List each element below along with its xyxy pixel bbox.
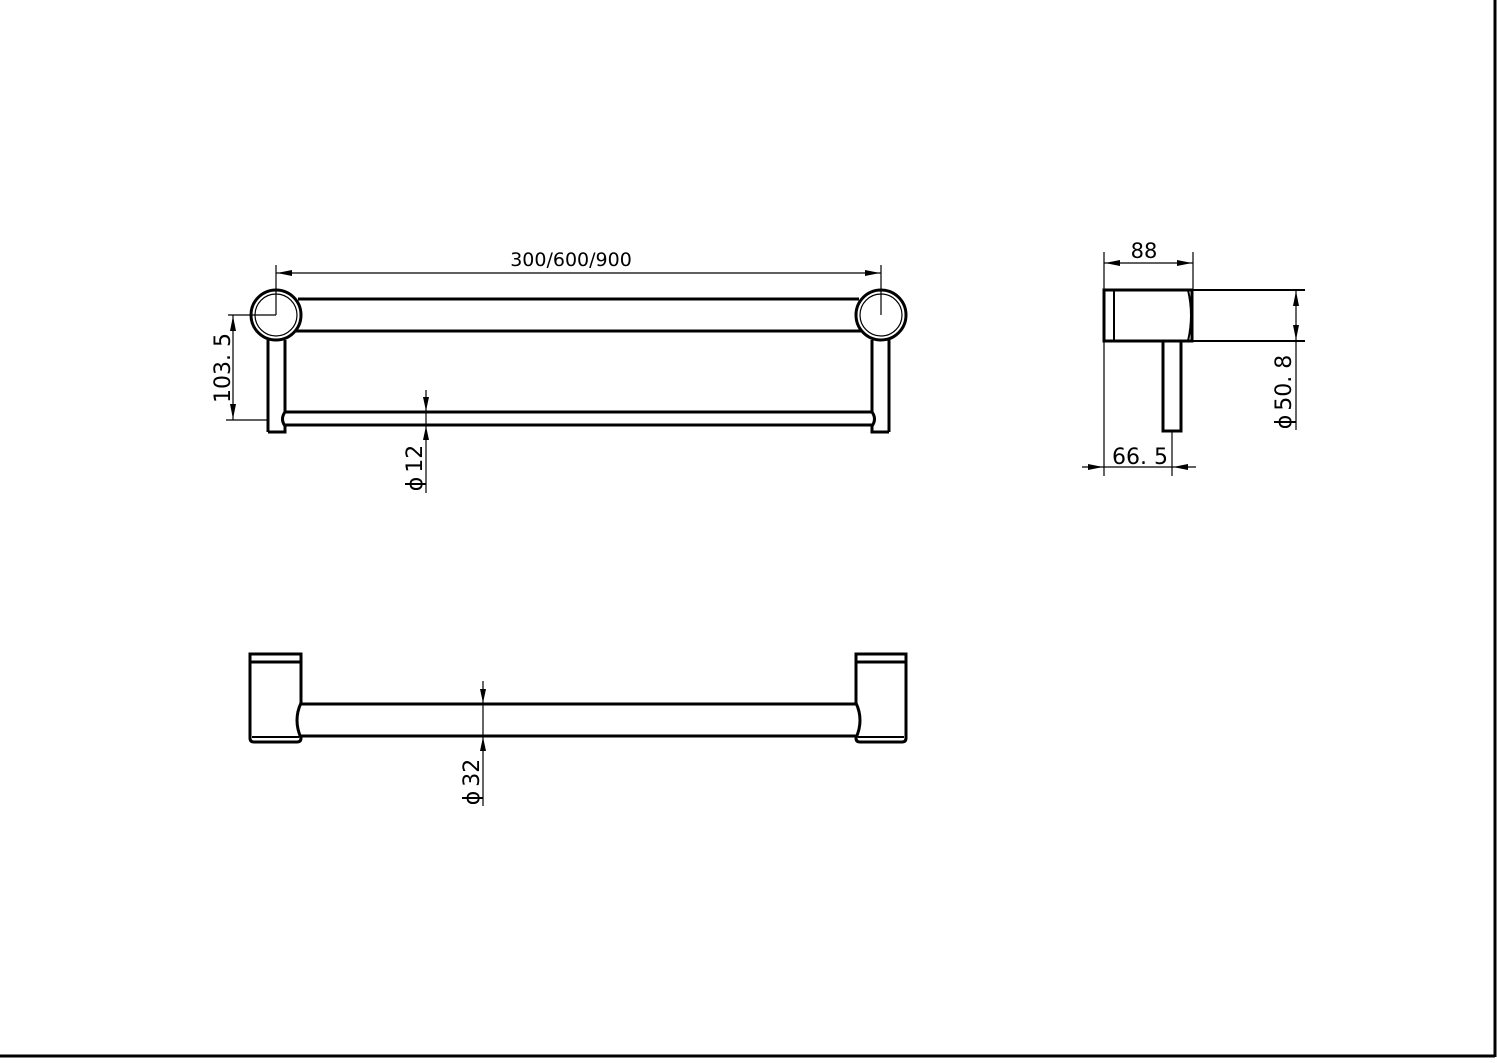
dimension-mount-diameter: ϕ 50. 8 xyxy=(1272,291,1299,430)
mount-diameter-label: 50. 8 xyxy=(1272,355,1297,411)
bar-diameter-label: 32 xyxy=(460,759,485,787)
depth-label: 88 xyxy=(1131,239,1158,263)
dimension-projection: 103. 5 xyxy=(211,315,268,421)
top-view: 300/600/900 103. 5 ϕ 12 xyxy=(211,249,908,493)
svg-text:ϕ12: ϕ 12 xyxy=(403,445,428,492)
dimension-post-offset: 66. 5 xyxy=(1082,431,1196,476)
svg-text:ϕ50. 8: ϕ 50. 8 xyxy=(1272,355,1297,430)
dimension-rod-diameter: ϕ 12 xyxy=(403,390,429,493)
rod-diameter-label: 12 xyxy=(403,445,428,473)
dimension-depth: 88 xyxy=(1103,239,1194,476)
post-offset-label: 66. 5 xyxy=(1112,445,1168,470)
side-view: 88 66. 5 ϕ 50. 8 xyxy=(1082,239,1305,476)
projection-label: 103. 5 xyxy=(211,333,236,403)
length-label: 300/600/900 xyxy=(510,249,632,271)
diameter-symbol: ϕ xyxy=(1272,415,1297,430)
front-view: ϕ 32 xyxy=(248,652,908,806)
diameter-symbol: ϕ xyxy=(460,791,485,806)
diameter-symbol: ϕ xyxy=(403,477,428,492)
dimension-bar-diameter: ϕ 32 xyxy=(460,681,486,806)
svg-text:ϕ32: ϕ 32 xyxy=(460,759,485,806)
dimension-length: 300/600/900 xyxy=(276,249,881,276)
